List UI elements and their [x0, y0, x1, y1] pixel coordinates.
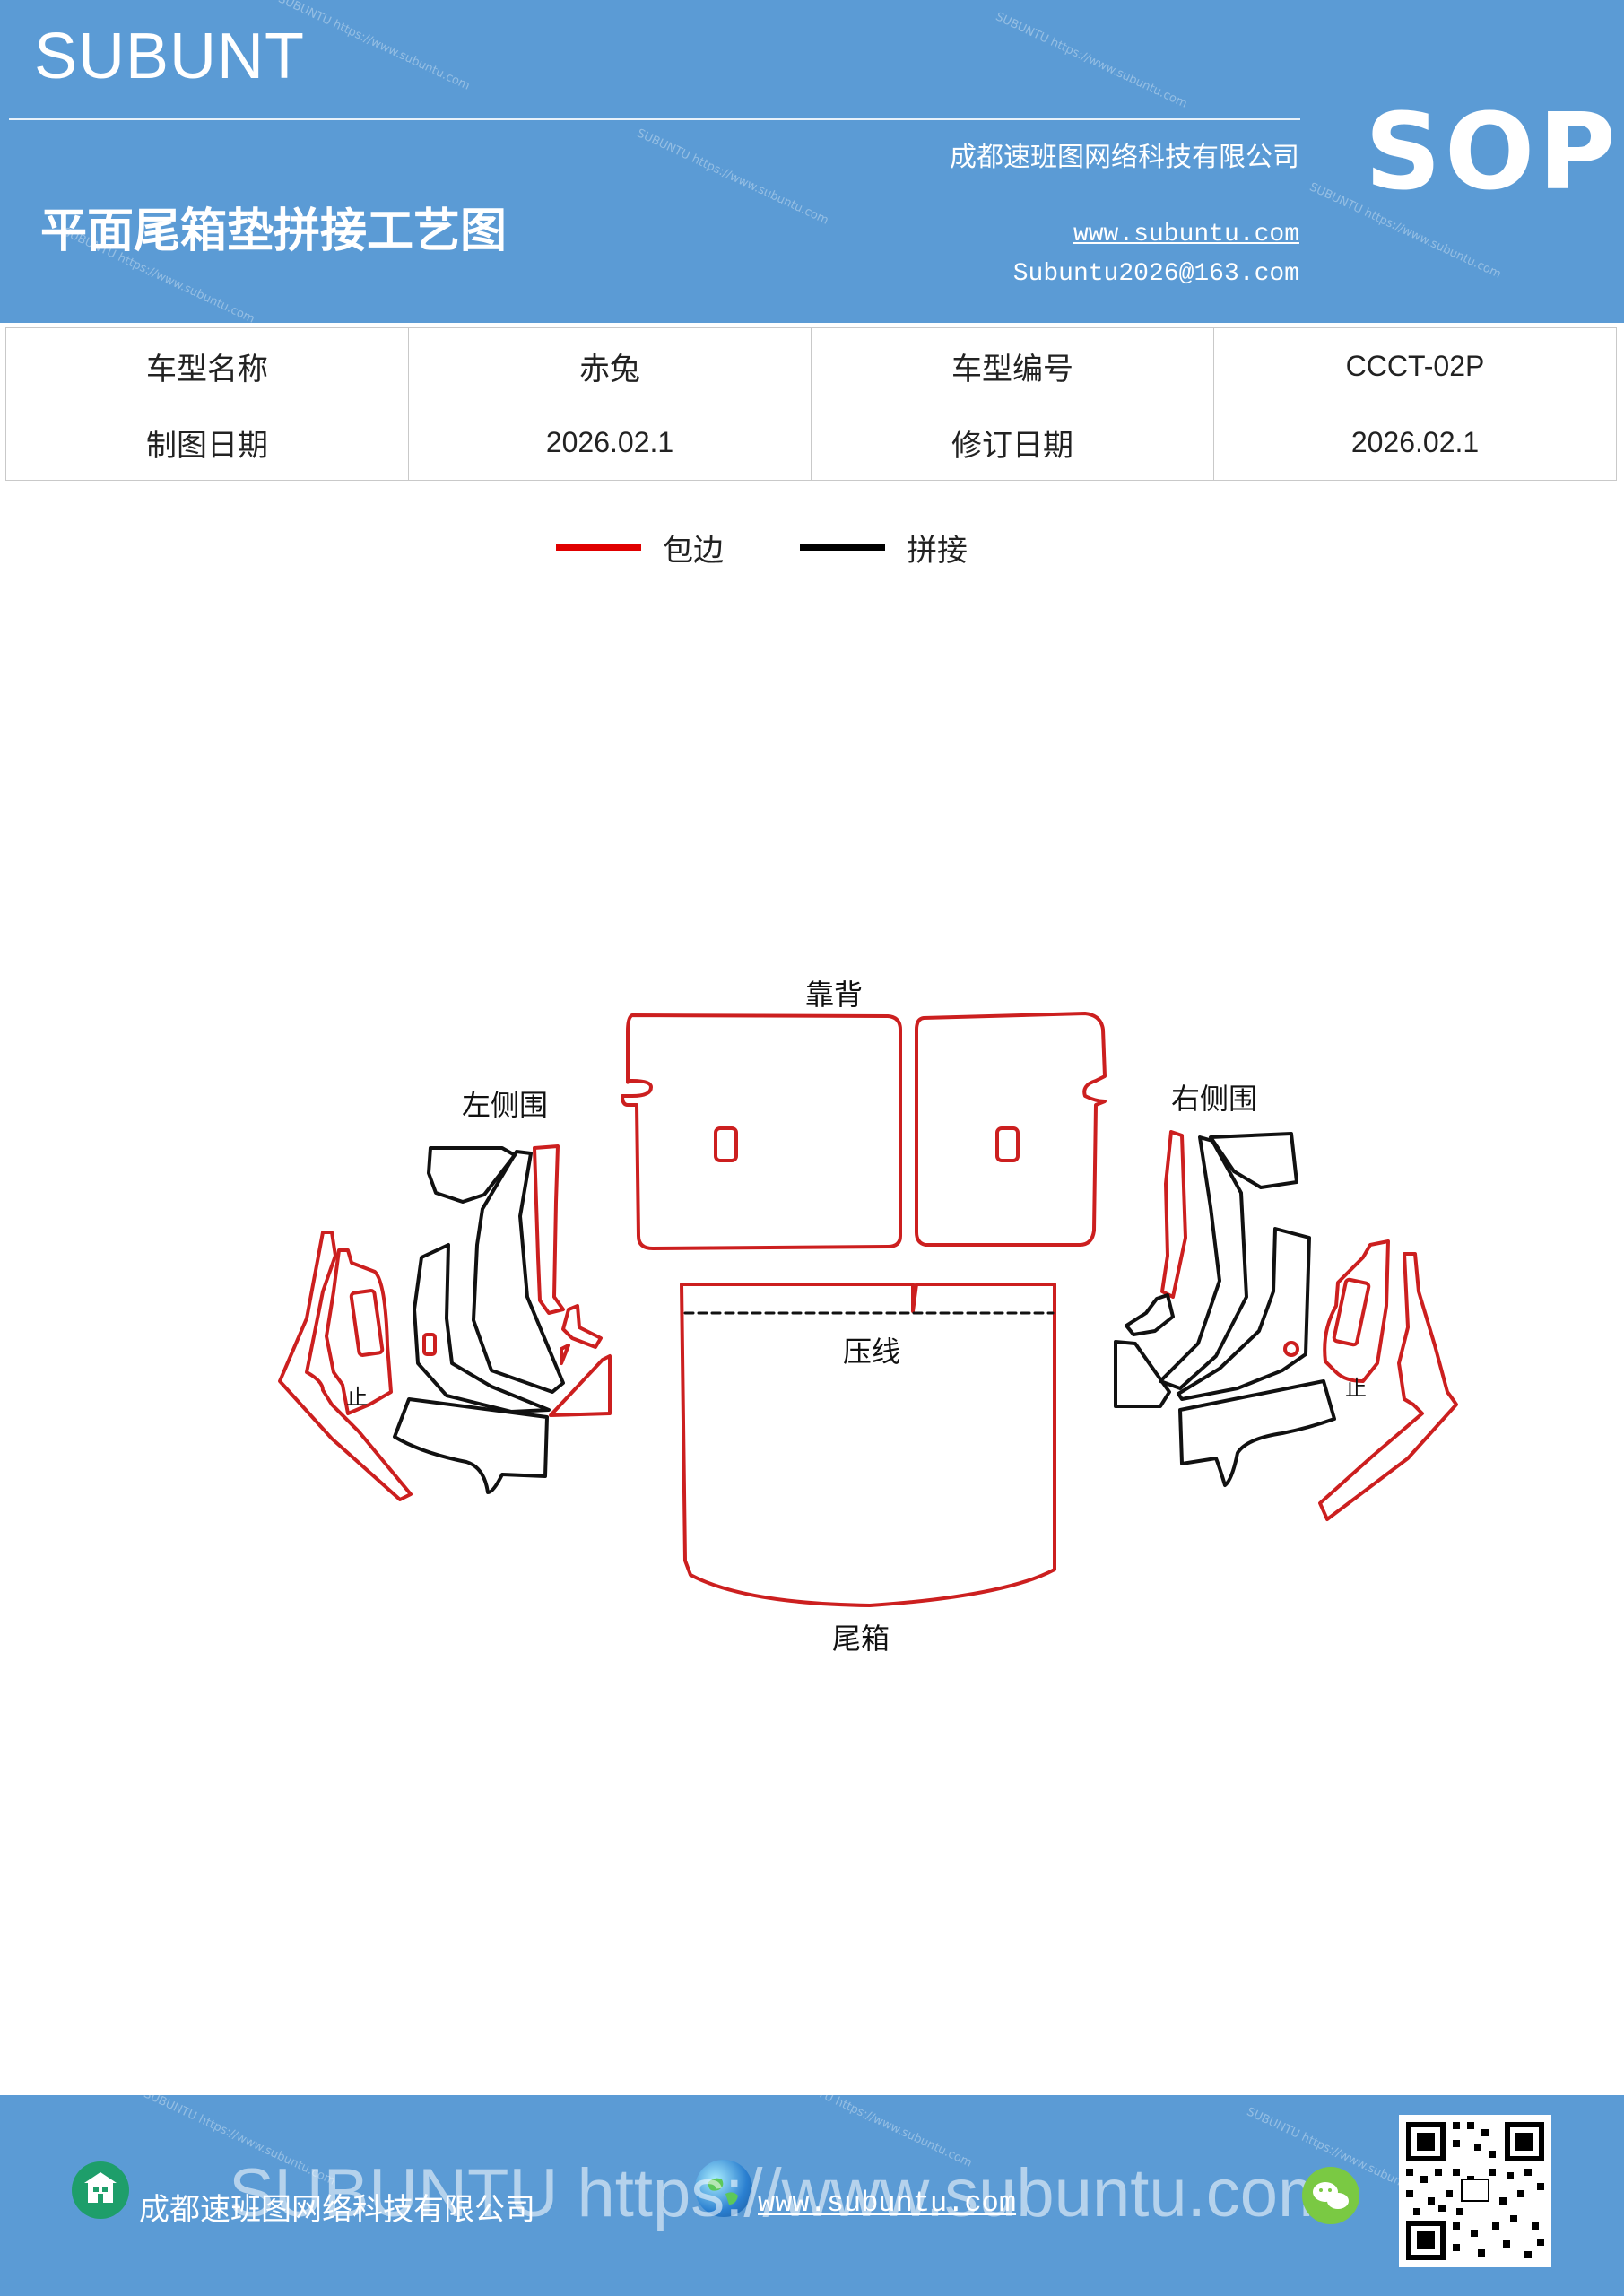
table-cell: 2026.02.1 — [1213, 404, 1617, 481]
table-cell: 赤兔 — [408, 327, 812, 404]
trunk-floor-panel — [680, 1283, 1056, 1607]
right-inner-strip — [1323, 1239, 1390, 1383]
sop-badge: SOP — [1365, 90, 1620, 213]
footer-website-link[interactable]: www.subuntu.com — [758, 2187, 1017, 2220]
right-seam-piece-2 — [1159, 1135, 1248, 1390]
left-inner-strip — [325, 1248, 393, 1415]
right-triangle-piece — [1114, 1340, 1171, 1408]
left-seam-piece-1 — [427, 1146, 517, 1204]
left-inner-slot — [349, 1289, 385, 1357]
left-seam-piece-4 — [413, 1243, 551, 1413]
brand-logo-text: SUBUNT — [34, 21, 306, 92]
left-seam-piece-2 — [472, 1150, 565, 1394]
footer-watermark: SUBUNTU https://www.subuntu.com — [229, 2155, 1335, 2231]
left-corner-piece — [561, 1304, 603, 1349]
legend-label: 包边 — [663, 532, 724, 569]
right-bottom-piece — [1178, 1379, 1336, 1487]
backrest-left-panel — [621, 1013, 902, 1250]
qr-code[interactable] — [1399, 2115, 1551, 2267]
backrest-left-slot — [714, 1126, 738, 1162]
label-trunk: 尾箱 — [832, 1622, 890, 1656]
left-bottom-piece — [393, 1397, 549, 1494]
legend-swatch-black — [800, 544, 885, 551]
legend-item-seam: 拼接 — [800, 525, 968, 570]
left-edge-piece-3 — [533, 1144, 565, 1315]
table-cell: 制图日期 — [5, 404, 409, 481]
email-address[interactable]: Subuntu2026@163.com — [1012, 260, 1299, 288]
legend-label: 拼接 — [907, 532, 968, 569]
header-banner: SUBUNTU https://www.subuntu.com SUBUNTU … — [0, 0, 1624, 323]
table-row: 车型名称 赤兔 车型编号 CCCT-02P — [5, 327, 1617, 404]
right-edge-piece-3 — [1160, 1130, 1187, 1299]
label-left-side: 左侧围 — [462, 1088, 548, 1122]
label-stop-left: 止 — [346, 1385, 368, 1410]
label-right-side: 右侧围 — [1171, 1082, 1257, 1116]
building-icon — [72, 2161, 129, 2219]
vehicle-info-table: 车型名称 赤兔 车型编号 CCCT-02P 制图日期 2026.02.1 修订日… — [5, 327, 1617, 481]
left-outer-strip — [278, 1231, 413, 1501]
footer-company-name: 成都速班图网络科技有限公司 — [139, 2192, 535, 2228]
table-cell: 车型编号 — [811, 327, 1214, 404]
left-triangle-piece — [549, 1354, 612, 1417]
table-cell: 修订日期 — [811, 404, 1214, 481]
table-cell: CCCT-02P — [1213, 327, 1617, 404]
right-corner-piece — [1125, 1293, 1175, 1336]
backrest-right-slot — [995, 1126, 1020, 1162]
page-title: 平面尾箱垫拼接工艺图 — [40, 204, 508, 258]
wechat-icon[interactable] — [1302, 2167, 1359, 2224]
right-seam-piece-1 — [1209, 1132, 1298, 1189]
table-cell: 车型名称 — [5, 327, 409, 404]
right-seam-piece-4 — [1177, 1227, 1311, 1401]
right-inner-slot — [1332, 1277, 1371, 1347]
right-outer-strip — [1318, 1252, 1458, 1521]
right-hole — [1283, 1341, 1299, 1357]
header-divider — [9, 118, 1300, 120]
company-name: 成都速班图网络科技有限公司 — [950, 142, 1299, 173]
website-link[interactable]: www.subuntu.com — [1073, 221, 1299, 248]
table-cell: 2026.02.1 — [408, 404, 812, 481]
legend-item-edge: 包边 — [556, 525, 724, 570]
label-crease-line: 压线 — [843, 1335, 900, 1369]
label-backrest: 靠背 — [805, 978, 863, 1012]
left-small-piece — [560, 1344, 570, 1365]
label-stop-right: 止 — [1345, 1376, 1367, 1401]
footer-banner: SUBUNTU https://www.subuntu.com SUBUNTU … — [0, 2095, 1624, 2296]
left-slot — [422, 1333, 437, 1356]
globe-icon — [695, 2160, 752, 2217]
backrest-right-panel — [915, 1012, 1107, 1247]
legend-swatch-red — [556, 544, 641, 551]
table-row: 制图日期 2026.02.1 修订日期 2026.02.1 — [5, 404, 1617, 481]
